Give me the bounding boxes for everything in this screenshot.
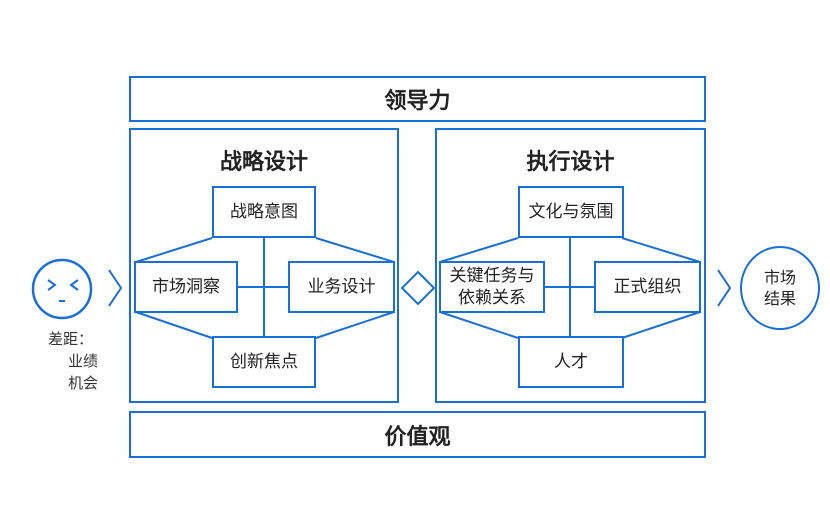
formal-organization-node: 正式组织 <box>594 261 701 313</box>
strategy-panel: 战略设计 <box>129 128 399 403</box>
strategy-intent-node: 战略意图 <box>212 186 316 238</box>
gap-label-line1: 差距： <box>48 330 94 348</box>
business-design-label: 业务设计 <box>307 277 376 297</box>
strategy-title: 战略设计 <box>219 150 308 175</box>
critical-tasks-label-line2: 依赖关系 <box>458 288 526 308</box>
leadership-band: 领导力 <box>129 76 706 122</box>
market-result-circle: 市场 结果 <box>740 246 820 330</box>
gap-label-line2: 业绩 <box>68 352 99 370</box>
market-insight-node: 市场洞察 <box>134 261 238 313</box>
critical-tasks-node: 关键任务与 依赖关系 <box>439 261 545 313</box>
gap-label-line3: 机会 <box>68 374 99 392</box>
culture-climate-node: 文化与氛围 <box>518 186 624 238</box>
market-result-line1: 市场 <box>763 268 796 287</box>
market-result-line2: 结果 <box>763 289 796 308</box>
culture-climate-label: 文化与氛围 <box>528 202 614 222</box>
chevron-right-icon <box>108 269 123 307</box>
execution-panel: 执行设计 <box>435 128 706 403</box>
center-diamond-shape <box>400 270 436 306</box>
talent-label: 人才 <box>554 352 588 372</box>
execution-title: 执行设计 <box>526 150 615 175</box>
business-design-node: 业务设计 <box>288 261 395 313</box>
leadership-label: 领导力 <box>384 89 451 114</box>
innovation-focus-node: 创新焦点 <box>212 336 316 388</box>
critical-tasks-label-line1: 关键任务与 <box>449 266 535 286</box>
chevron-right-icon <box>717 269 732 307</box>
innovation-focus-label: 创新焦点 <box>230 352 298 372</box>
formal-organization-label: 正式组织 <box>613 277 682 297</box>
strategy-intent-label: 战略意图 <box>230 202 298 222</box>
values-band: 价值观 <box>129 411 706 458</box>
face-icon <box>31 258 93 320</box>
values-label: 价值观 <box>384 424 451 450</box>
talent-node: 人才 <box>518 336 624 388</box>
market-insight-label: 市场洞察 <box>152 277 220 297</box>
